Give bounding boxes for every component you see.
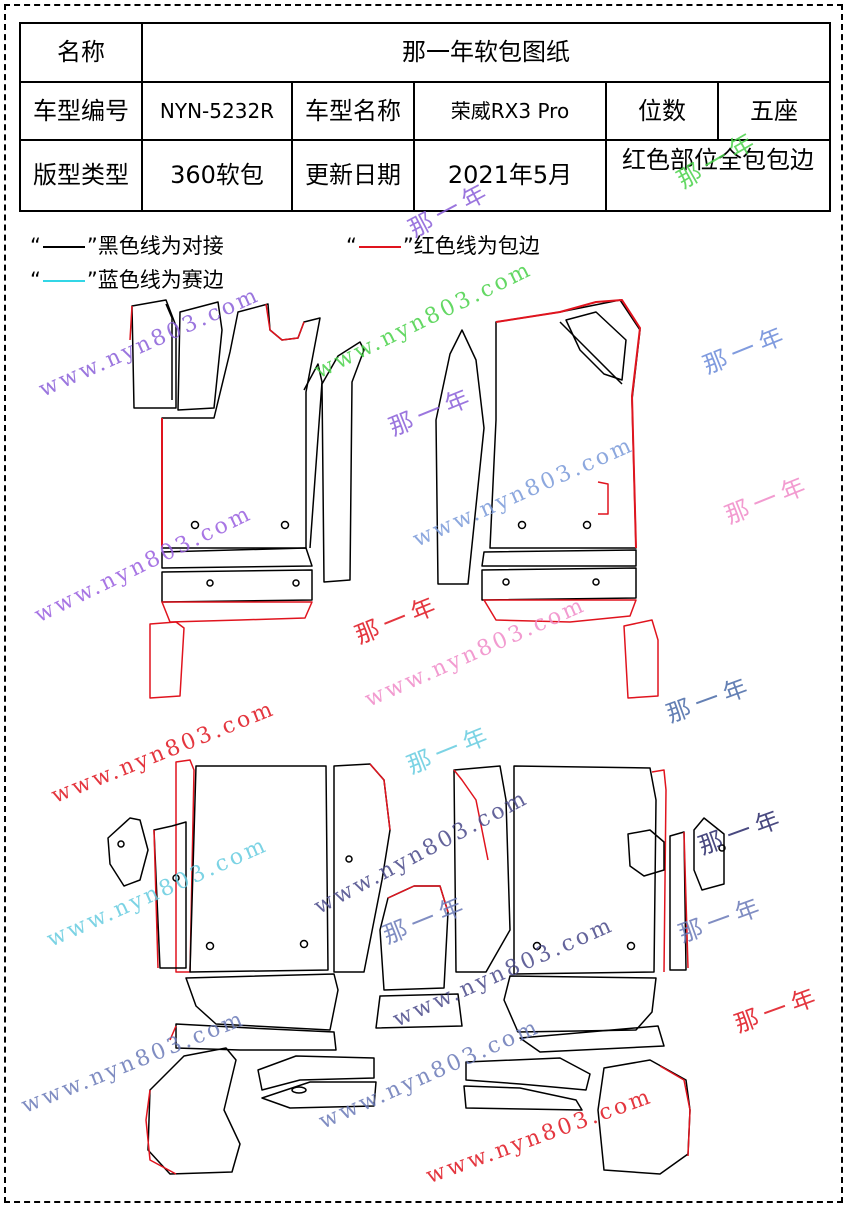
legend-black-line bbox=[42, 246, 85, 248]
legend-quote-close: ” bbox=[86, 268, 98, 292]
model-code-value: NYN-5232R bbox=[141, 80, 293, 142]
front-left-mat bbox=[129, 299, 321, 699]
model-code-label: 车型编号 bbox=[19, 80, 143, 142]
info-row-type: 版型类型 360软包 更新日期 2021年5月 红色部位全包包边 bbox=[19, 139, 831, 212]
front-center-strips bbox=[303, 341, 365, 583]
model-name-label: 车型名称 bbox=[291, 80, 415, 142]
front-right-mat bbox=[435, 299, 659, 699]
legend-black: “ ”黑色线为对接 bbox=[30, 230, 224, 260]
legend-quote-open: “ bbox=[30, 234, 41, 258]
page-border bbox=[4, 4, 843, 1203]
legend-blue-line bbox=[42, 280, 85, 282]
legend-blue-text: 蓝色线为赛边 bbox=[97, 268, 224, 292]
rear-center-mats bbox=[375, 885, 463, 1029]
pattern-type-value: 360软包 bbox=[141, 139, 293, 212]
seats-label: 位数 bbox=[605, 80, 719, 142]
info-row-name: 名称 那一年软包图纸 bbox=[19, 22, 831, 83]
legend-quote-close: ” bbox=[402, 234, 414, 258]
model-name-value: 荣威RX3 Pro bbox=[413, 80, 607, 142]
rear-left-mats bbox=[107, 759, 391, 1175]
pattern-type-label: 版型类型 bbox=[19, 139, 143, 212]
update-date-label: 更新日期 bbox=[291, 139, 415, 212]
name-label: 名称 bbox=[19, 22, 143, 83]
legend-quote-open: “ bbox=[346, 234, 357, 258]
update-date-value: 2021年5月 bbox=[413, 139, 607, 212]
seats-value: 五座 bbox=[717, 80, 831, 142]
legend-quote-open: “ bbox=[30, 268, 41, 292]
red-note: 红色部位全包包边 bbox=[605, 139, 831, 212]
rear-right-mats bbox=[453, 765, 726, 1175]
info-table: 名称 那一年软包图纸 车型编号 NYN-5232R 车型名称 荣威RX3 Pro… bbox=[19, 22, 831, 212]
legend-quote-close: ” bbox=[86, 234, 98, 258]
legend-red-text: 红色线为包边 bbox=[413, 234, 540, 258]
legend-red: “ ”红色线为包边 bbox=[346, 230, 540, 260]
legend-blue: “ ”蓝色线为赛边 bbox=[30, 264, 224, 294]
legend-red-line bbox=[358, 246, 401, 248]
name-value: 那一年软包图纸 bbox=[141, 22, 831, 83]
info-row-model: 车型编号 NYN-5232R 车型名称 荣威RX3 Pro 位数 五座 bbox=[19, 80, 831, 142]
legend-black-text: 黑色线为对接 bbox=[97, 234, 224, 258]
